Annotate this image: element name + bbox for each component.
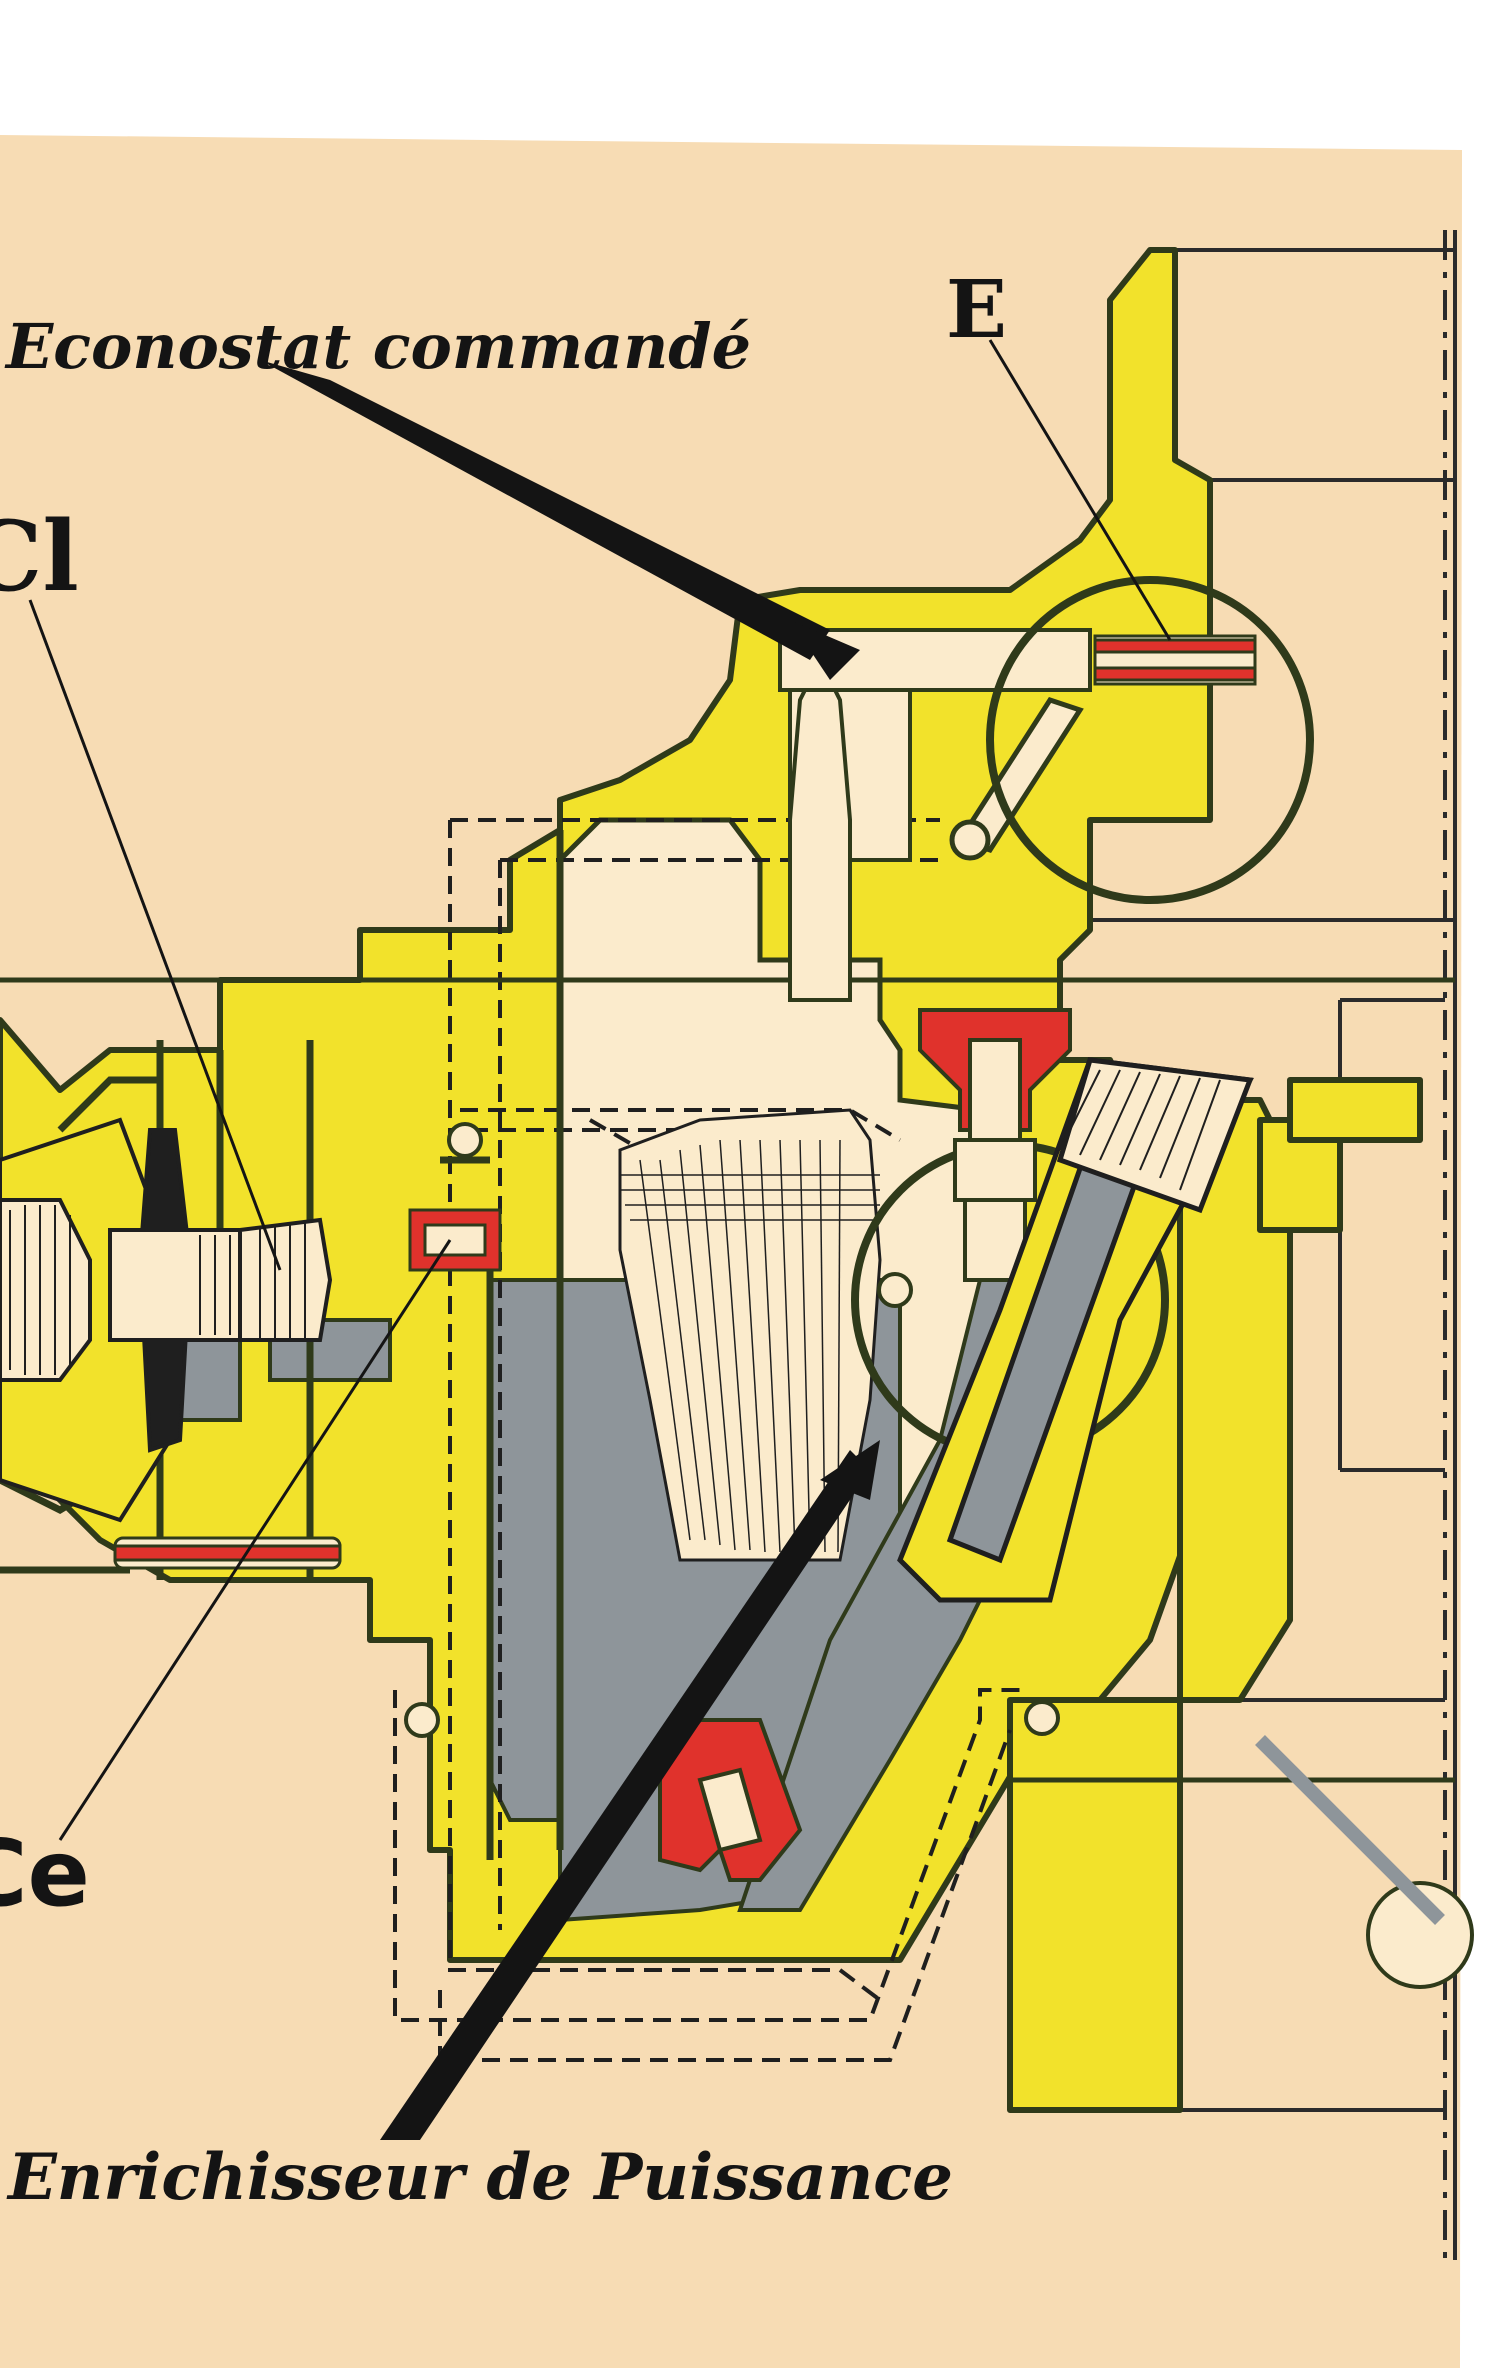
- econostat-arrow: [260, 360, 830, 660]
- callout-arrows: [260, 360, 880, 2140]
- econostat-tube: [949, 697, 1084, 861]
- left-red-plug: [408, 1208, 502, 1272]
- check-balls: [404, 1122, 1060, 1738]
- throttle-detail: [1255, 1735, 1474, 1989]
- letter-cl-callout: Cl: [0, 500, 79, 613]
- bottom-red-rod: [113, 1536, 342, 1570]
- leader-lines: [28, 339, 1172, 1841]
- needle-valve: [778, 628, 1092, 1002]
- enrichisseur-label: Enrichisseur de Puissance: [8, 2140, 953, 2215]
- main-jet: [918, 1008, 1072, 1282]
- letter-ce-callout: Ce: [0, 1820, 90, 1927]
- enrichisseur-arrow: [380, 1450, 870, 2140]
- letter-e-callout: E: [946, 262, 1007, 356]
- float: [618, 1108, 882, 1562]
- power-enrichment-jet: [658, 1718, 803, 1882]
- econostat-label: Econostat commandé: [6, 310, 752, 383]
- diaphragm-assembly: [0, 1117, 333, 1523]
- econostat-jet: [1093, 634, 1257, 686]
- emulsion-tube: [897, 1057, 1254, 1603]
